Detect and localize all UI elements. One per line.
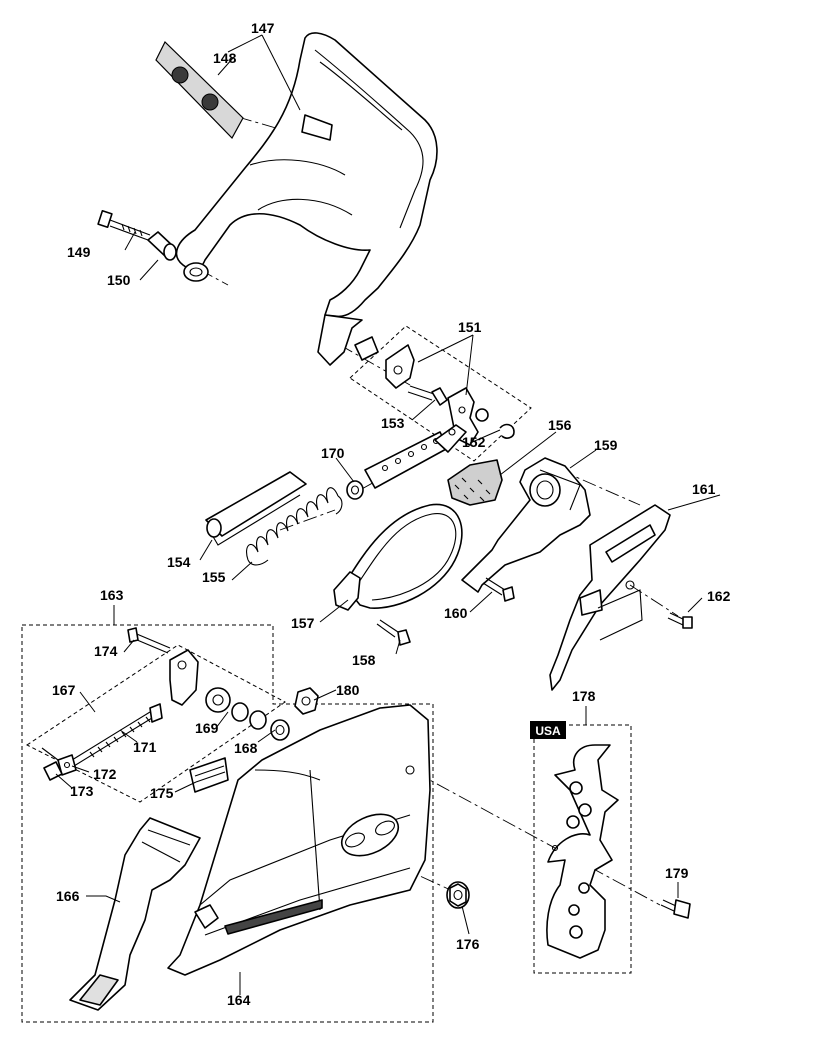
spring-155 <box>246 487 343 566</box>
group-box-178 <box>533 724 632 974</box>
brake-lever-151 <box>354 336 489 446</box>
bushing-150 <box>147 231 177 261</box>
bracket-174 <box>127 627 171 654</box>
callout-176: 176 <box>456 936 480 952</box>
brake-band-157 <box>333 503 463 611</box>
callout-152: 152 <box>462 434 486 450</box>
callout-171: 171 <box>133 739 157 755</box>
callout-150: 150 <box>107 272 131 288</box>
filter-156 <box>447 459 503 506</box>
screw-158 <box>376 619 411 646</box>
washer-170 <box>346 480 364 500</box>
sleeve-154 <box>205 471 307 546</box>
tensioner-housing <box>169 649 199 706</box>
group-box-151 <box>349 325 532 462</box>
callout-labels: 147 148 149 150 151 153 152 156 159 170 … <box>52 20 731 1008</box>
leader-lines <box>55 34 721 995</box>
callout-169: 169 <box>195 720 219 736</box>
nut-168 <box>270 719 290 741</box>
callout-149: 149 <box>67 244 91 260</box>
decal-148 <box>155 40 244 139</box>
screw-179 <box>660 899 691 919</box>
callout-175: 175 <box>150 785 174 801</box>
callout-161: 161 <box>692 481 716 497</box>
callout-162: 162 <box>707 588 731 604</box>
callout-159: 159 <box>594 437 618 453</box>
callout-148: 148 <box>213 50 237 66</box>
pin-172 <box>41 747 77 776</box>
callout-163: 163 <box>100 587 124 603</box>
centerline-spring <box>279 509 336 531</box>
clutch-cover-164 <box>167 704 431 976</box>
group-box-167 <box>26 644 286 803</box>
bumper-spike-178 <box>546 744 619 959</box>
callout-160: 160 <box>444 605 468 621</box>
centerline-chain-guard <box>559 469 641 506</box>
callout-156: 156 <box>548 417 572 433</box>
callout-179: 179 <box>665 865 689 881</box>
bolt-149 <box>97 209 151 241</box>
callout-164: 164 <box>227 992 251 1008</box>
handguard-147 <box>175 32 438 366</box>
badge-usa: USA <box>530 721 566 739</box>
centerline-cover-plate <box>414 771 661 906</box>
callout-153: 153 <box>381 415 405 431</box>
gear-169 <box>205 687 267 730</box>
chain-guard-161 <box>549 504 671 691</box>
callout-157: 157 <box>291 615 315 631</box>
lever-159 <box>461 457 591 593</box>
callout-173: 173 <box>70 783 94 799</box>
nut-176 <box>446 881 470 909</box>
callout-166: 166 <box>56 888 80 904</box>
screw-162 <box>667 612 693 629</box>
nut-180 <box>294 687 319 715</box>
brake-link-plate <box>364 424 467 489</box>
callout-167: 167 <box>52 682 76 698</box>
clip-152 <box>499 423 515 439</box>
callout-178: 178 <box>572 688 596 704</box>
clip-175 <box>189 757 229 793</box>
callout-155: 155 <box>202 569 226 585</box>
callout-154: 154 <box>167 554 191 570</box>
callout-147: 147 <box>251 20 275 36</box>
screw-160 <box>482 577 515 602</box>
callout-172: 172 <box>93 766 117 782</box>
callout-180: 180 <box>336 682 360 698</box>
callout-174: 174 <box>94 643 118 659</box>
callout-158: 158 <box>352 652 376 668</box>
callout-151: 151 <box>458 319 482 335</box>
centerline-bolt-153 <box>339 344 411 386</box>
centerline-bolt-162 <box>629 584 679 617</box>
callout-168: 168 <box>234 740 258 756</box>
screw-171 <box>71 703 163 767</box>
hand-guard-166 <box>69 817 201 1011</box>
badge-usa-text: USA <box>535 724 561 738</box>
group-box-163 <box>21 624 434 1023</box>
callout-170: 170 <box>321 445 345 461</box>
bolt-153 <box>407 385 448 406</box>
